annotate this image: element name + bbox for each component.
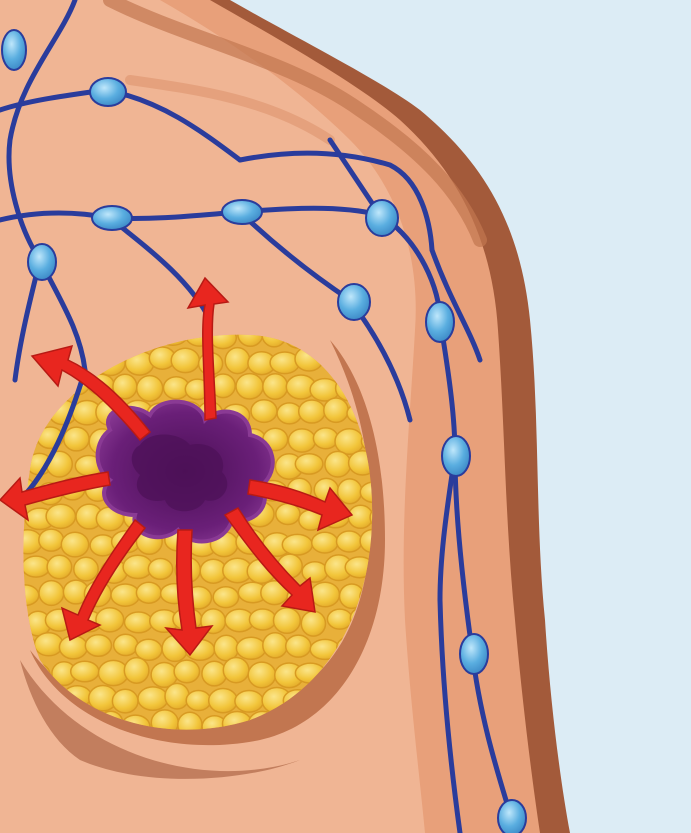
fat-lobule <box>295 454 323 474</box>
fat-lobule <box>282 534 312 555</box>
fat-lobule <box>202 661 227 686</box>
fat-lobule <box>327 609 352 629</box>
fat-lobule <box>223 658 249 683</box>
fat-lobule <box>249 609 276 630</box>
fat-lobule <box>301 611 325 636</box>
fat-lobule <box>302 562 328 582</box>
fat-lobule <box>96 608 124 632</box>
fat-lobule <box>236 637 265 659</box>
fat-lobule <box>39 581 64 606</box>
fat-lobule <box>71 661 99 682</box>
lymph-node-icon <box>366 200 398 236</box>
fat-lobule <box>263 374 288 399</box>
fat-lobule <box>213 587 238 608</box>
fat-lobule <box>125 612 153 633</box>
fat-lobule <box>313 428 338 449</box>
fat-lobule <box>137 376 163 402</box>
fat-lobule <box>85 635 111 657</box>
fat-lobule <box>74 557 98 581</box>
fat-lobule <box>22 556 50 577</box>
fat-lobule <box>251 400 277 423</box>
fat-lobule <box>111 584 140 606</box>
fat-lobule <box>274 608 301 634</box>
fat-lobule <box>148 559 172 580</box>
fat-lobule <box>288 429 315 452</box>
fat-lobule <box>276 504 300 525</box>
fat-lobule <box>39 529 64 551</box>
fat-lobule <box>337 531 362 552</box>
fat-lobule <box>209 689 238 713</box>
lymph-node-icon <box>338 284 370 320</box>
fat-lobule <box>64 427 89 451</box>
fat-lobule <box>171 348 199 372</box>
fat-lobule <box>59 636 87 659</box>
fat-lobule <box>46 504 75 528</box>
fat-lobule <box>248 662 275 688</box>
fat-lobule <box>112 689 138 713</box>
fat-lobule <box>263 633 288 658</box>
lymph-node-icon <box>90 78 126 106</box>
fat-lobule <box>338 479 362 504</box>
fat-lobule <box>186 691 211 711</box>
fat-lobule <box>174 660 199 683</box>
fat-lobule <box>277 403 302 424</box>
lymph-node-icon <box>442 436 470 476</box>
lymph-node-icon <box>2 30 26 70</box>
fat-lobule <box>325 451 351 477</box>
fat-lobule <box>47 555 72 579</box>
lymph-node-icon <box>426 302 454 342</box>
fat-lobule <box>225 348 250 374</box>
fat-lobule <box>312 532 338 553</box>
fat-lobule <box>34 633 63 656</box>
fat-lobule <box>165 683 189 709</box>
fat-lobule <box>61 532 88 557</box>
fat-lobule <box>235 691 263 713</box>
fat-lobule <box>299 400 325 423</box>
fat-lobule <box>124 658 149 684</box>
lymph-node-icon <box>28 244 56 280</box>
fat-lobule <box>324 398 348 422</box>
fat-lobule <box>138 687 168 710</box>
fat-lobule <box>348 505 373 528</box>
fat-lobule <box>311 582 340 607</box>
lymph-node-icon <box>92 206 132 230</box>
lymph-node-icon <box>460 634 488 674</box>
fat-lobule <box>236 374 263 399</box>
fat-lobule <box>114 634 138 655</box>
lymph-node-icon <box>222 200 262 224</box>
fat-lobule <box>286 635 311 657</box>
fat-lobule <box>136 582 161 603</box>
lymph-node-icon <box>498 800 526 833</box>
